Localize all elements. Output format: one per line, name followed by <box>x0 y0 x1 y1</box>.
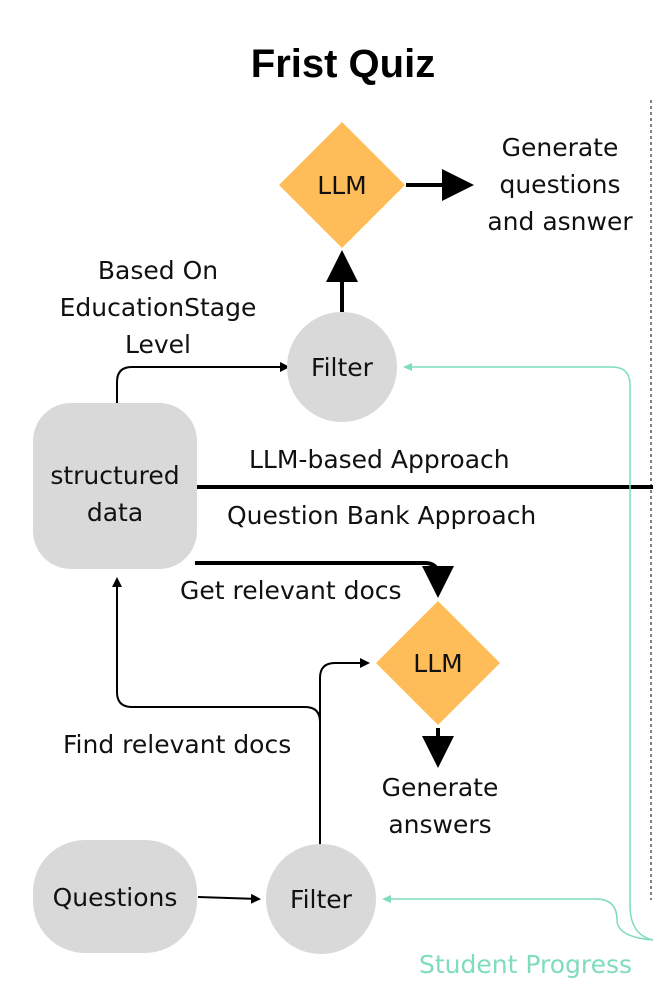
structured-data-label-line2: data <box>86 498 144 527</box>
questions-node <box>33 840 197 953</box>
filter-bottom-node <box>266 844 376 954</box>
based-on-line2: EducationStage <box>59 293 257 322</box>
generate-questions-line1: Generate <box>501 133 619 162</box>
filter-top-node <box>287 312 397 422</box>
generate-answers-line2: answers <box>388 810 492 839</box>
filter-bottom-label: Filter <box>290 885 352 914</box>
arrow-questions-to-filter <box>197 893 261 904</box>
student-progress-label: Student Progress <box>419 950 633 979</box>
llm-top-label: LLM <box>317 171 367 200</box>
based-on-line3: Level <box>125 330 191 359</box>
llm-bottom-label: LLM <box>413 649 463 678</box>
generate-answers-line1: Generate <box>381 773 499 802</box>
find-relevant-docs-label: Find relevant docs <box>63 730 292 759</box>
llm-approach-label: LLM-based Approach <box>249 445 510 474</box>
progress-line-bottom <box>382 895 653 941</box>
arrow-data-to-llm <box>195 561 454 598</box>
page-title: Frist Quiz <box>250 42 436 86</box>
connector-data-to-filter <box>116 362 290 403</box>
generate-questions-line2: questions <box>499 170 621 199</box>
llm-top-node <box>279 122 405 248</box>
based-on-line1: Based On <box>97 256 219 285</box>
generate-questions-line3: and asnwer <box>487 207 633 236</box>
llm-bottom-node <box>376 601 500 725</box>
filter-top-label: Filter <box>311 353 373 382</box>
structured-data-label-line1: structured <box>50 461 180 490</box>
connector-filter-to-llm <box>319 658 370 722</box>
structured-data-node <box>33 403 197 569</box>
get-relevant-docs-label: Get relevant docs <box>180 576 402 605</box>
connector-filter-to-data <box>112 577 321 845</box>
progress-line-top <box>403 363 653 941</box>
questions-label: Questions <box>52 883 178 912</box>
bank-approach-label: Question Bank Approach <box>227 501 537 530</box>
